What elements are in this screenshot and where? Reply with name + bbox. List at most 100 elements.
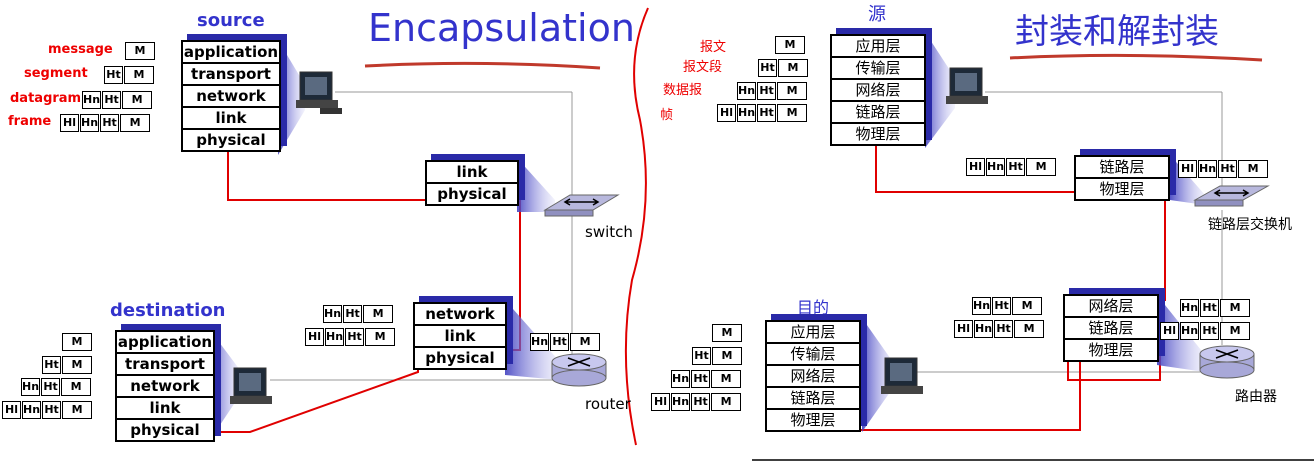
header-Hn: Hn (530, 333, 550, 351)
header-Ht: Ht (1200, 299, 1220, 317)
layer-physical: 物理层 (855, 125, 901, 143)
computer-icon (296, 71, 342, 114)
layer-transport: 传输层 (767, 344, 859, 366)
pdu-label-message: message (48, 42, 113, 57)
router-protocol-stack-cn: 网络层 链路层 物理层 (1063, 294, 1159, 362)
layer-link: 链路层 (767, 388, 859, 410)
header-Ht: Ht (757, 82, 777, 100)
header-Hl: Hl (1178, 160, 1197, 178)
computer-icon (230, 367, 272, 404)
router-icon (551, 353, 607, 387)
pdu-label-cn: 数据报 (663, 83, 703, 98)
switch-label: switch (585, 223, 633, 241)
header-row: M (62, 333, 93, 351)
header-Hn: Hn (986, 158, 1006, 176)
layer-link: 链路层 (832, 102, 924, 124)
switch-icon (1193, 185, 1270, 207)
header-Hn: Hn (82, 91, 102, 109)
layer-transport: transport (183, 64, 279, 86)
header-M: M (120, 114, 151, 132)
header-Hn: Hn (1198, 160, 1218, 178)
header-row: M (775, 36, 806, 54)
layer-link: link (183, 108, 279, 130)
header-Ht: Ht (550, 333, 570, 351)
layer-application: application (117, 332, 213, 354)
header-Hl: Hl (305, 328, 324, 346)
title-chinese: 封装和解封装 (1015, 12, 1219, 52)
source-label: source (197, 10, 265, 31)
header-M: M (62, 333, 92, 351)
title-underline (364, 61, 601, 70)
header-Hn: Hn (323, 305, 343, 323)
router-icon (1199, 345, 1255, 379)
destination-protocol-stack: application transport network link physi… (115, 330, 215, 442)
beam (210, 330, 240, 440)
layer-application: 应用层 (767, 322, 859, 344)
layer-transport: 传输层 (832, 58, 924, 80)
header-M: M (711, 370, 742, 388)
divider-curve (624, 7, 649, 446)
router-protocol-stack: network link physical (413, 302, 507, 370)
switch-protocol-stack-cn: 链路层 物理层 (1074, 155, 1170, 201)
header-M: M (712, 324, 742, 342)
header-Hn: Hn (325, 328, 345, 346)
header-Ht: Ht (994, 320, 1014, 338)
header-M: M (1012, 297, 1043, 315)
header-row: M (125, 42, 156, 60)
header-M: M (570, 333, 601, 351)
layer-network: network (117, 376, 213, 398)
header-Ht: Ht (692, 347, 711, 365)
beam (278, 40, 305, 155)
header-Ht: Ht (41, 378, 61, 396)
source-protocol-stack-cn: 应用层 传输层 网络层 链路层 物理层 (830, 34, 926, 146)
header-M: M (1026, 158, 1057, 176)
header-M: M (62, 401, 93, 419)
layer-physical: physical (437, 185, 507, 203)
header-Hn: Hn (972, 297, 992, 315)
router-label-cn: 路由器 (1235, 389, 1277, 405)
pdu-label-cn: 帧 (660, 108, 674, 123)
header-Hl: Hl (954, 320, 973, 338)
header-Hn: Hn (1180, 299, 1200, 317)
header-M: M (712, 347, 742, 365)
header-Ht: Ht (992, 297, 1012, 315)
router-label: router (585, 395, 631, 413)
header-M: M (1238, 160, 1269, 178)
header-M: M (1220, 299, 1251, 317)
header-M: M (711, 393, 742, 411)
header-Hn: Hn (80, 114, 100, 132)
header-Ht: Ht (345, 328, 365, 346)
layer-physical: 物理层 (1099, 180, 1145, 198)
layer-link: link (117, 398, 213, 420)
header-Hn: Hn (737, 104, 757, 122)
pdu-label-cn: 报文段 (683, 60, 723, 75)
header-Ht: Ht (1200, 322, 1220, 340)
computer-icon (881, 357, 923, 394)
header-M: M (778, 59, 808, 77)
header-Ht: Ht (1218, 160, 1238, 178)
header-Hn: Hn (671, 393, 691, 411)
header-M: M (1014, 320, 1045, 338)
header-Hn: Hn (1180, 322, 1200, 340)
header-M: M (1220, 322, 1251, 340)
header-M: M (775, 36, 805, 54)
source-protocol-stack: application transport network link physi… (181, 40, 281, 152)
layer-network: network (183, 86, 279, 108)
header-M: M (365, 328, 396, 346)
header-Ht: Ht (102, 91, 122, 109)
dest-label-cn: 目的 (797, 298, 830, 317)
header-Ht: Ht (1006, 158, 1026, 176)
pdu-label-segment: segment (24, 66, 88, 81)
header-Ht: Ht (758, 59, 777, 77)
source-label-cn: 源 (868, 4, 886, 25)
